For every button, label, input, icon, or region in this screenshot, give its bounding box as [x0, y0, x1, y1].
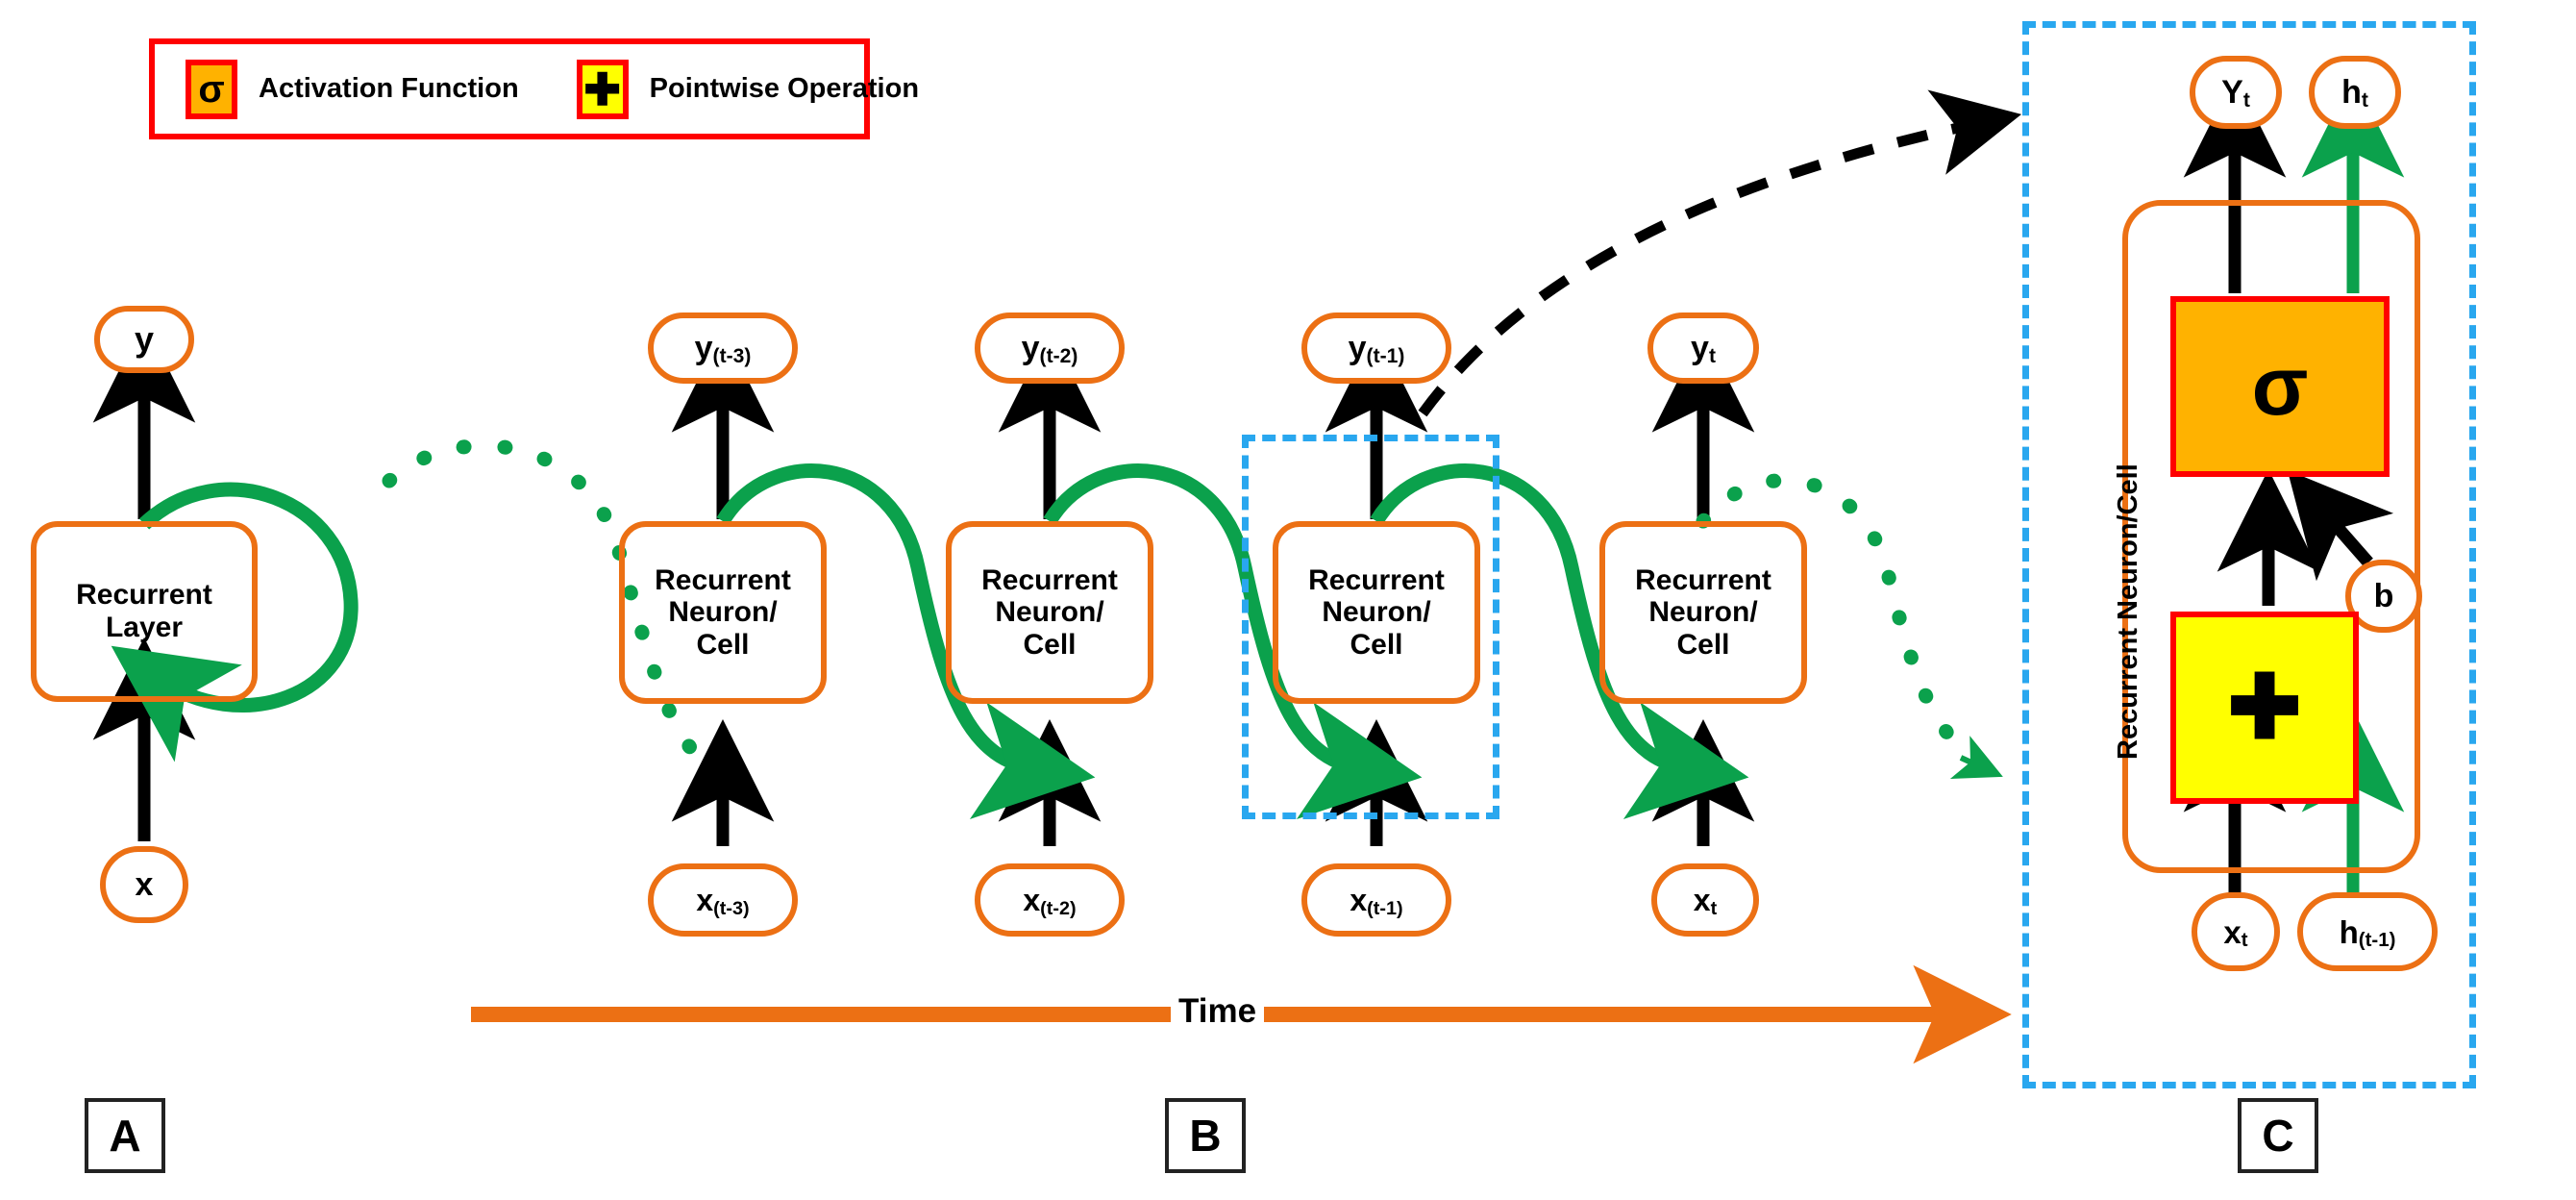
node-c-input-hprev-base: h [2339, 913, 2359, 950]
time-axis-label-text: Time [1178, 992, 1257, 1030]
node-c-input-xt-base: x [2223, 913, 2242, 950]
legend-item-pointwise: ✚ Pointwise Operation [576, 59, 920, 119]
node-b-input-3-sub: (t-1) [1367, 897, 1403, 919]
node-a-input-label: x [135, 866, 154, 903]
node-b-input-1: x(t-3) [648, 863, 798, 937]
node-c-output-ht-sub: t [2361, 88, 2368, 112]
cell-b-4-line1: Recurrent [1635, 563, 1771, 596]
cell-recurrent-layer-line2: Layer [105, 612, 184, 643]
node-a-input: x [100, 846, 188, 923]
arrow-a-recurrent-loop [111, 482, 359, 762]
cell-b-4-line2: Neuron/ [1648, 596, 1758, 629]
node-b-input-2-sub: (t-2) [1040, 897, 1077, 919]
node-c-output-yt-base: Y [2221, 74, 2243, 111]
legend-label-activation: Activation Function [259, 73, 519, 104]
time-axis-label: Time [1171, 992, 1265, 1031]
node-b-input-1-base: x [696, 883, 714, 917]
cell-recurrent-layer: Recurrent Layer [31, 521, 258, 702]
node-c-input-xt-sub: t [2241, 929, 2248, 952]
node-b-output-1: y(t-3) [648, 312, 798, 384]
panel-letter-a: A [85, 1098, 165, 1173]
panel-c-cell-shell [2122, 200, 2420, 873]
arrow-b-recurrent-dotted-left [382, 438, 714, 772]
legend: σ Activation Function ✚ Pointwise Operat… [149, 38, 919, 139]
arrow-b-dotted-right-head [1949, 736, 2003, 779]
node-a-output-label: y [134, 319, 155, 359]
cell-b-3-line1: Recurrent [1308, 563, 1445, 596]
node-c-output-ht-base: h [2341, 74, 2362, 111]
panel-c-side-label: Recurrent Neuron/Cell [2113, 463, 2144, 760]
cell-b-3: Recurrent Neuron/ Cell [1273, 521, 1480, 704]
cell-b-2-line2: Neuron/ [995, 596, 1104, 629]
panel-letter-c-text: C [2262, 1111, 2294, 1161]
arrow-b-recurrent-1 [716, 463, 1096, 819]
cell-b-3-line3: Cell [1350, 628, 1403, 661]
node-b-output-4: yt [1647, 312, 1759, 384]
arrow-b-recurrent-3 [1370, 463, 1749, 819]
panel-a-connectors [92, 319, 359, 841]
cell-b-2-line1: Recurrent [981, 563, 1118, 596]
cell-b-1-line2: Neuron/ [668, 596, 778, 629]
node-b-output-3-base: y [1348, 330, 1367, 366]
activation-sigma-box: σ [2170, 296, 2390, 477]
panel-letter-c: C [2238, 1098, 2318, 1173]
legend-label-pointwise: Pointwise Operation [649, 73, 920, 104]
cell-b-1-line1: Recurrent [655, 563, 791, 596]
cell-b-3-line2: Neuron/ [1322, 596, 1431, 629]
pointwise-plus-box: ✚ [2170, 612, 2359, 804]
sigma-icon: σ [186, 59, 237, 119]
node-b-output-4-sub: t [1708, 344, 1716, 367]
panel-c-boundary [2022, 21, 2476, 1088]
plus-icon: ✚ [576, 59, 629, 119]
panel-letter-a-text: A [109, 1111, 141, 1161]
node-b-input-1-sub: (t-3) [713, 897, 750, 919]
sigma-glyph: σ [2251, 340, 2309, 433]
node-c-output-ht: ht [2309, 56, 2401, 129]
panel-letter-b-text: B [1189, 1111, 1222, 1161]
node-b-input-2-base: x [1023, 883, 1041, 917]
node-c-output-yt-sub: t [2242, 88, 2250, 112]
plus-glyph: ✚ [2227, 659, 2302, 757]
panel-letter-b: B [1165, 1098, 1246, 1173]
node-b-input-4-sub: t [1710, 897, 1718, 919]
node-b-output-2: y(t-2) [975, 312, 1125, 384]
cell-b-4: Recurrent Neuron/ Cell [1599, 521, 1807, 704]
node-c-input-hprev: h(t-1) [2297, 892, 2438, 971]
cell-b-2: Recurrent Neuron/ Cell [946, 521, 1153, 704]
node-b-input-4-base: x [1693, 883, 1711, 917]
node-b-output-3-sub: (t-1) [1366, 344, 1405, 367]
node-b-input-3: x(t-1) [1301, 863, 1451, 937]
node-b-input-3-base: x [1350, 883, 1368, 917]
node-b-output-1-sub: (t-3) [712, 344, 752, 367]
callout-arrow-b-to-c [1418, 89, 2022, 417]
node-b-output-3: y(t-1) [1301, 312, 1451, 384]
node-b-output-4-base: y [1691, 330, 1709, 366]
node-b-input-2: x(t-2) [975, 863, 1125, 937]
node-c-input-hprev-sub: (t-1) [2358, 929, 2396, 952]
highlight-box-step-3 [1242, 435, 1499, 819]
cell-b-2-line3: Cell [1023, 628, 1077, 661]
node-b-output-2-base: y [1021, 330, 1040, 366]
node-b-output-1-base: y [694, 330, 713, 366]
node-c-bias-label: b [2373, 578, 2394, 614]
cell-recurrent-layer-line1: Recurrent [76, 579, 212, 612]
cell-b-1: Recurrent Neuron/ Cell [619, 521, 827, 704]
node-c-input-xt: xt [2192, 892, 2280, 971]
panel-c-side-label-text: Recurrent Neuron/Cell [2113, 463, 2143, 760]
arrow-c-bias-to-sigma [2287, 469, 2394, 582]
cell-b-1-line3: Cell [696, 628, 750, 661]
legend-item-activation: σ Activation Function [186, 59, 519, 119]
node-c-output-yt: Yt [2190, 56, 2282, 129]
node-a-output: y [94, 306, 194, 373]
node-b-output-2-sub: (t-2) [1039, 344, 1078, 367]
node-b-input-4: xt [1651, 863, 1759, 937]
cell-b-4-line3: Cell [1676, 628, 1730, 661]
